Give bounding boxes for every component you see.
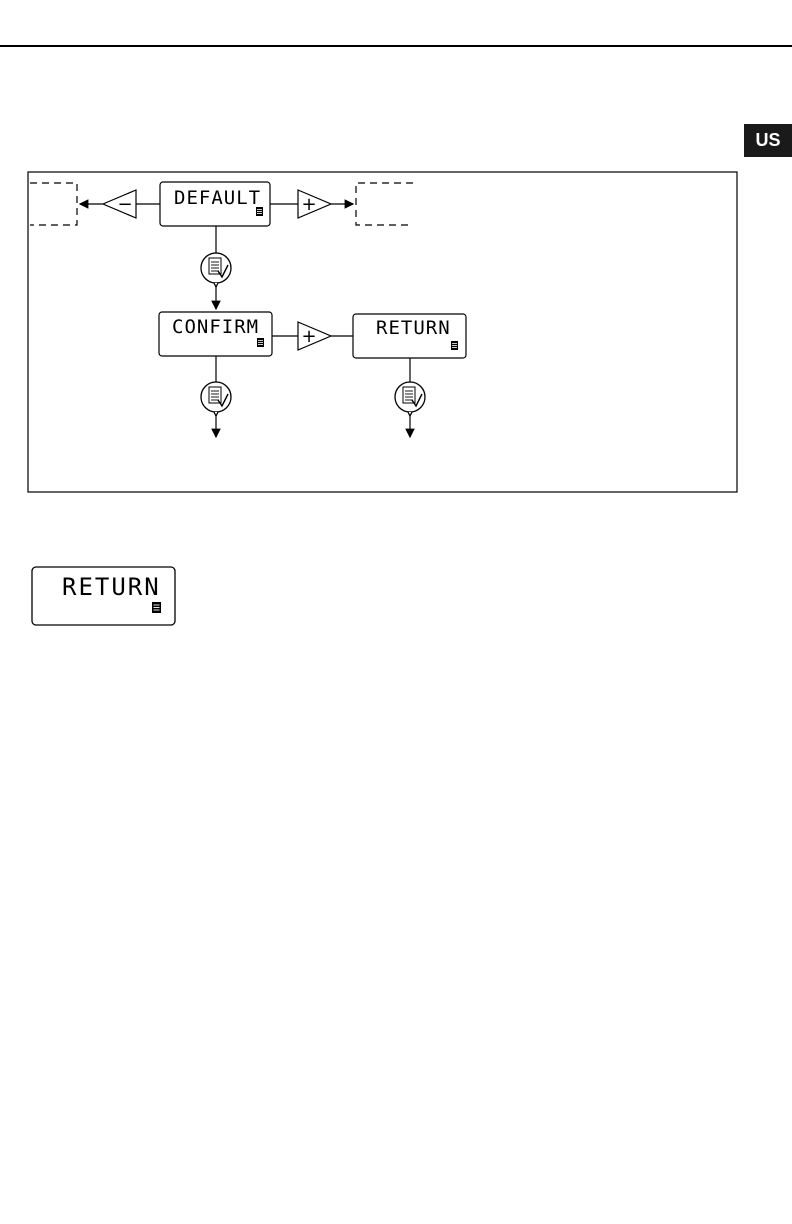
plus-button[interactable]: + <box>298 190 331 218</box>
menu-icon <box>451 341 458 350</box>
plus-button-label: + <box>301 194 316 215</box>
minus-button[interactable]: − <box>103 190 136 218</box>
return-display: RETURN <box>353 314 466 358</box>
plus-button[interactable]: + <box>298 322 331 350</box>
menu-icon <box>257 338 264 347</box>
select-button[interactable] <box>395 382 425 416</box>
menu-icon <box>256 207 263 216</box>
next-item-placeholder <box>356 183 413 225</box>
plus-button-label: + <box>301 326 316 347</box>
minus-button-label: − <box>117 194 132 215</box>
standalone-return-display-text: RETURN <box>62 573 161 601</box>
previous-item-placeholder <box>30 183 77 225</box>
select-button[interactable] <box>201 382 231 416</box>
select-button[interactable] <box>201 253 231 287</box>
default-display: DEFAULT <box>160 182 270 226</box>
standalone-return-display: RETURN <box>32 567 175 625</box>
return-display-text: RETURN <box>376 317 451 339</box>
confirm-display-text: CONFIRM <box>172 316 259 338</box>
default-display-text: DEFAULT <box>174 187 261 209</box>
confirm-display: CONFIRM <box>159 312 272 356</box>
